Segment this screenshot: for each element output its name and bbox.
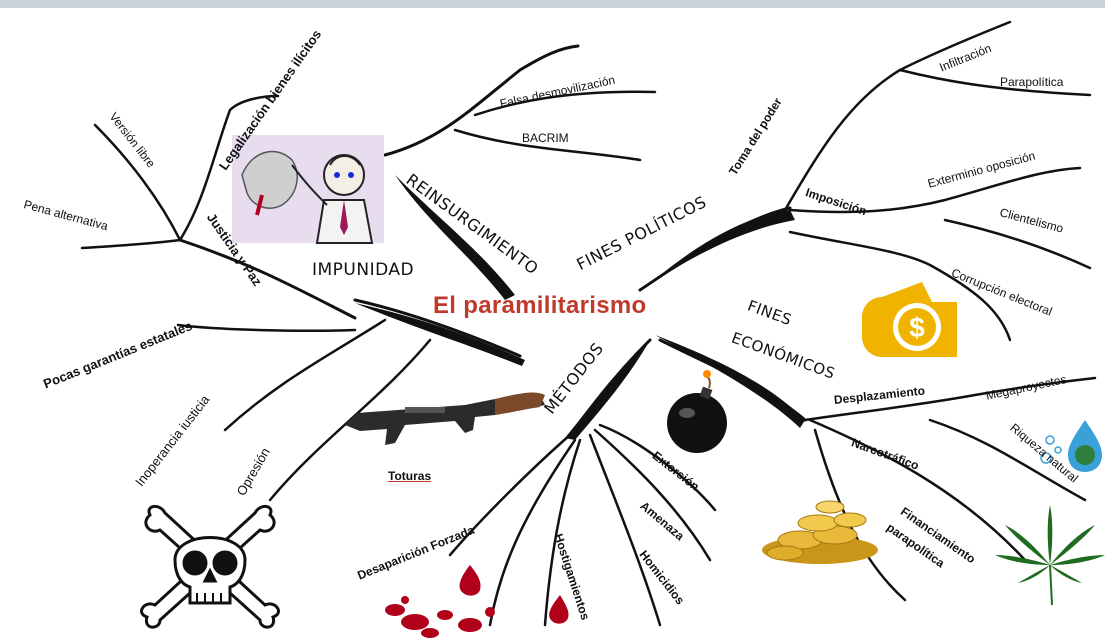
branch-homicidios	[590, 435, 660, 625]
center-title: El paramilitarismo	[433, 292, 646, 320]
blood-drops-icon	[385, 565, 569, 638]
rifle-icon	[345, 392, 545, 445]
dollar-sign-icon: $	[862, 282, 957, 357]
wedge-metodos	[565, 340, 650, 440]
branch-clientelismo	[945, 220, 1090, 268]
leaf-parapolitica: Parapolítica	[1000, 76, 1063, 88]
branch-pocas-garantias	[178, 325, 355, 331]
gold-coins-icon	[762, 501, 878, 564]
cannabis-leaf-icon	[995, 505, 1105, 605]
branch-label-impunidad: IMPUNIDAD	[312, 262, 414, 279]
bomb-icon	[667, 370, 727, 453]
skull-crossbones-icon	[142, 506, 279, 627]
svg-text:$: $	[909, 312, 925, 343]
leaf-toturas: Toturas	[388, 470, 431, 482]
leaf-bacrim: BACRIM	[522, 132, 569, 144]
branch-pena-alternativa	[82, 240, 180, 248]
man-portrait-icon	[232, 135, 384, 243]
